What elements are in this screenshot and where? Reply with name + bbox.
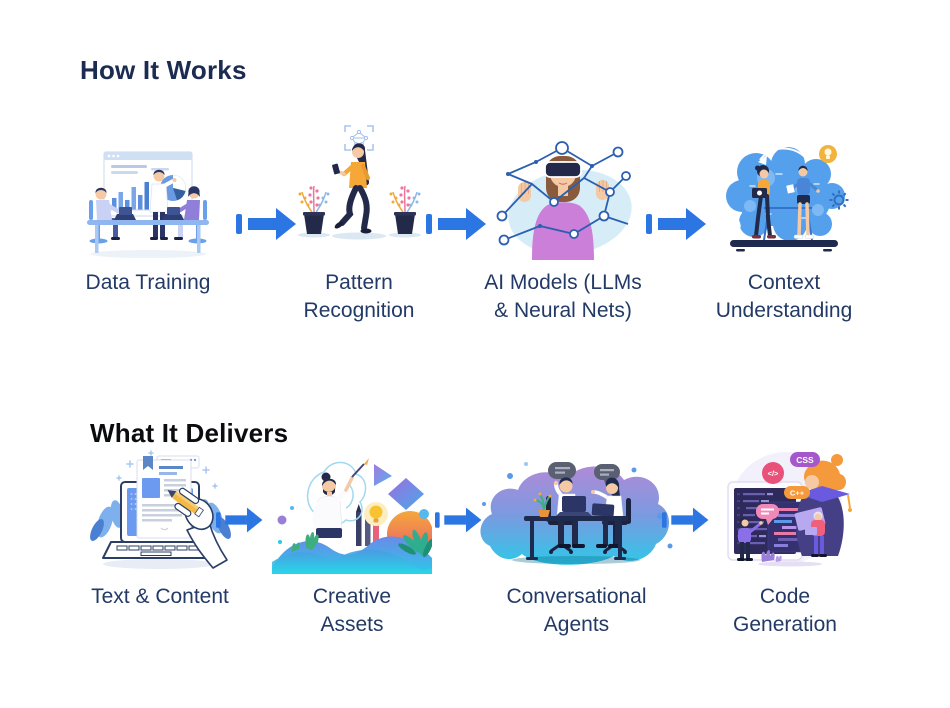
step-creative-assets: Creative Assets: [262, 448, 442, 639]
step-context-understanding: Context Understanding: [690, 116, 878, 325]
hills-front: [272, 549, 432, 574]
flow-arrow-icon: [426, 208, 486, 240]
step-pattern-recognition: Pattern Recognition: [272, 116, 446, 325]
step-ai-models: AI Models (LLMs & Neural Nets): [460, 116, 666, 325]
walking-woman-figure: [331, 143, 371, 234]
diamond-shape: [388, 478, 424, 510]
man-with-paper-figure: [786, 165, 820, 239]
potted-plant-left: [298, 185, 329, 234]
woman-with-laptop-figure: [752, 165, 776, 239]
bookmark-icon: [142, 456, 153, 470]
desk: [524, 516, 628, 560]
presentation-board-icon: [103, 151, 193, 217]
svg-text:</>: </>: [768, 469, 779, 478]
svg-text:C++: C++: [790, 488, 805, 497]
lightbulb-shape: [369, 505, 383, 519]
step-text-content: Text & Content: [62, 448, 258, 611]
section-heading-what-it-delivers: What It Delivers: [90, 418, 289, 448]
plant-icon: [761, 550, 782, 562]
step-label: Creative Assets: [312, 585, 392, 636]
flow-arrow-icon: [662, 507, 709, 533]
pencil-icon: [167, 487, 204, 518]
data-training-illustration: [87, 151, 209, 258]
paintbrush-icon: [351, 463, 365, 478]
artist-figure: [306, 458, 369, 538]
step-label: Context Understanding: [715, 271, 853, 322]
creative-assets-illustration: [272, 458, 432, 574]
step-label: Text & Content: [91, 585, 229, 608]
flow-arrow-icon: [236, 208, 296, 240]
globe-icon: [721, 216, 741, 236]
conversational-agents-illustration: [480, 462, 673, 565]
step-data-training: Data Training: [50, 116, 246, 297]
ai-models-illustration: [496, 141, 632, 260]
grass-left: [291, 532, 319, 552]
flow-arrow-icon: [216, 507, 263, 533]
graduation-cap-icon: [798, 486, 850, 502]
table: [87, 220, 209, 225]
pattern-recognition-illustration: [297, 125, 421, 240]
platform: [730, 240, 838, 247]
hand-with-pencil: [167, 487, 228, 569]
network-glyph-icon: [349, 129, 368, 146]
triangle-shape: [374, 464, 392, 486]
gear-icon: [829, 190, 849, 210]
flow-arrow-icon: [435, 507, 482, 533]
svg-text:CSS: CSS: [796, 455, 814, 465]
flow-arrow-icon: [646, 208, 706, 240]
code-generation-illustration: CSS </> C++: [727, 452, 852, 567]
section-heading-how-it-works: How It Works: [80, 55, 247, 85]
step-conversational-agents: Conversational Agents: [474, 448, 679, 639]
step-label: AI Models (LLMs & Neural Nets): [484, 271, 642, 322]
sparkle-icons: [115, 450, 218, 489]
code-tag-badge: </>: [762, 462, 784, 484]
step-code-generation: CSS </> C++: [692, 448, 878, 639]
step-label: Pattern Recognition: [303, 271, 415, 322]
text-content-illustration: [89, 450, 231, 569]
chat-bubble-icon: [756, 504, 779, 525]
css-badge: CSS: [790, 452, 820, 467]
cpp-badge: C++: [784, 486, 810, 499]
step-label: Conversational Agents: [506, 585, 647, 636]
scan-frame-icon: [343, 125, 374, 151]
vr-headset-icon: [544, 161, 582, 178]
context-understanding-illustration: [721, 145, 849, 252]
laptop-icon: [562, 496, 586, 512]
potted-plant-right: [389, 185, 420, 234]
laptop-icon: [591, 503, 615, 517]
small-developer-left: [737, 517, 763, 561]
small-developer-right: [805, 511, 827, 557]
step-label: Data Training: [85, 271, 211, 294]
desk-plant-icon: [533, 492, 552, 517]
curved-arrow-icon: [759, 147, 807, 161]
step-label: Code Generation: [733, 585, 837, 636]
